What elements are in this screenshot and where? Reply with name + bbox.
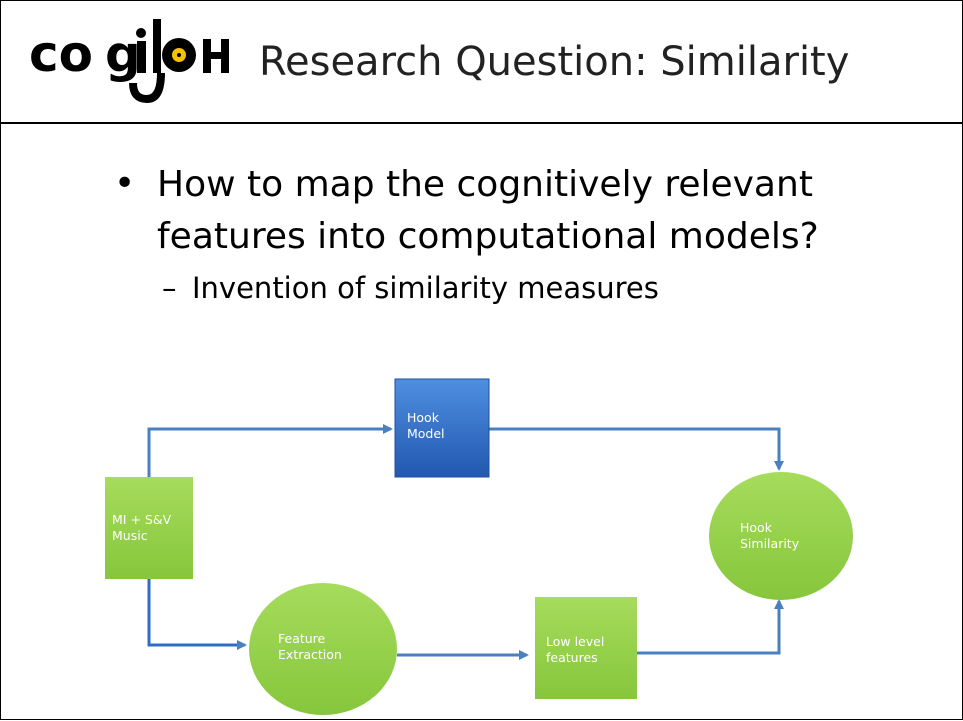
title-divider xyxy=(1,122,962,124)
hook-model-label: Hook Model xyxy=(407,410,445,441)
svg-text:co: co xyxy=(29,25,93,83)
arrow-source-to-hook-model xyxy=(147,424,393,477)
arrow-low-level-to-similarity xyxy=(637,599,784,655)
low-level-features-box xyxy=(535,597,637,699)
feature-extraction-circle xyxy=(249,583,397,715)
source-label: MI + S&V Music xyxy=(112,512,172,543)
bullet-dot-icon: • xyxy=(114,163,136,204)
hook-similarity-label: Hook Similarity xyxy=(740,520,800,551)
cogitch-logo: co g xyxy=(29,19,229,104)
bullet-text: How to map the cognitively relevant feat… xyxy=(157,164,819,257)
feature-extraction-label: Feature Extraction xyxy=(278,631,342,662)
slide-title: Research Question: Similarity xyxy=(259,39,850,85)
sub-bullet-text: Invention of similarity measures xyxy=(192,271,659,305)
arrow-source-to-feature-extraction xyxy=(147,579,247,650)
low-level-features-label: Low level features xyxy=(546,634,605,665)
hook-model-box xyxy=(394,378,490,478)
hook-similarity-circle xyxy=(709,472,853,600)
arrow-hook-model-to-similarity xyxy=(487,427,784,471)
source-box xyxy=(105,477,193,579)
svg-text:g: g xyxy=(105,25,141,83)
sub-bullet-dash-icon: – xyxy=(162,271,177,305)
